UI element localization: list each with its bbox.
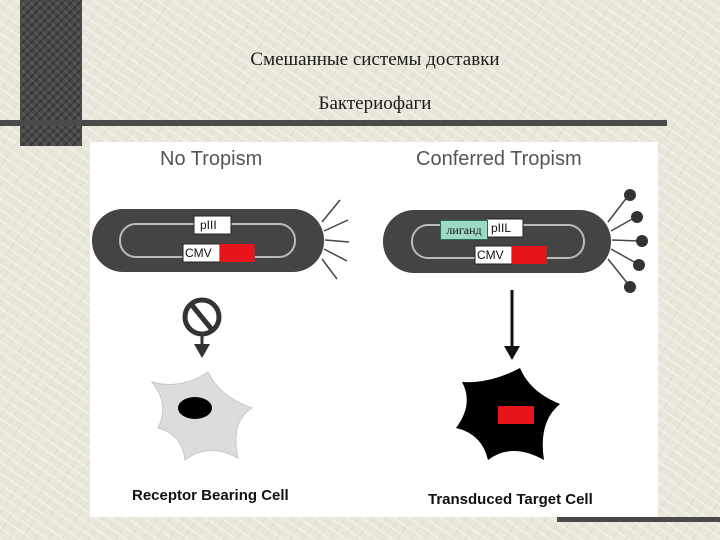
ligand-ball: [633, 259, 645, 271]
left-panel-caption: Receptor Bearing Cell: [132, 487, 289, 504]
blocked-entry-icon: [182, 297, 222, 358]
ligand-label: лиганд: [440, 220, 488, 240]
right-panel-heading: Conferred Tropism: [416, 148, 582, 170]
right-promoter-label: CMV: [477, 248, 504, 262]
right-phage-particle: pIIL CMV: [383, 189, 648, 293]
slide-subtitle: Бактериофаги: [318, 93, 432, 114]
receptor-bearing-cell: [150, 371, 254, 461]
ligand-ball: [631, 211, 643, 223]
phage-diagram-svg: No Tropism pIII CMV Receptor Bearing Ce: [92, 148, 648, 508]
phage-diagram-figure: No Tropism pIII CMV Receptor Bearing Ce: [90, 142, 658, 517]
left-promoter-label: CMV: [185, 246, 212, 260]
slide-title: Смешанные системы доставки: [250, 49, 500, 70]
entry-arrow: [504, 290, 520, 360]
right-panel-caption: Transduced Target Cell: [428, 491, 593, 508]
left-panel-heading: No Tropism: [160, 148, 262, 170]
right-transgene-block: [512, 246, 547, 264]
bottom-divider-line: [557, 517, 720, 522]
ligand-ball: [624, 189, 636, 201]
ligand-ball: [624, 281, 636, 293]
cell-nucleus: [178, 397, 212, 419]
left-phage-particle: pIII CMV: [92, 199, 350, 280]
top-divider-line: [0, 120, 667, 126]
right-gene-label: pIIL: [491, 221, 511, 235]
left-transgene-block: [220, 244, 255, 262]
ligand-ball: [636, 235, 648, 247]
left-gene-label: pIII: [200, 218, 217, 232]
transduced-target-cell: [456, 368, 560, 460]
expressed-transgene-block: [498, 406, 534, 424]
